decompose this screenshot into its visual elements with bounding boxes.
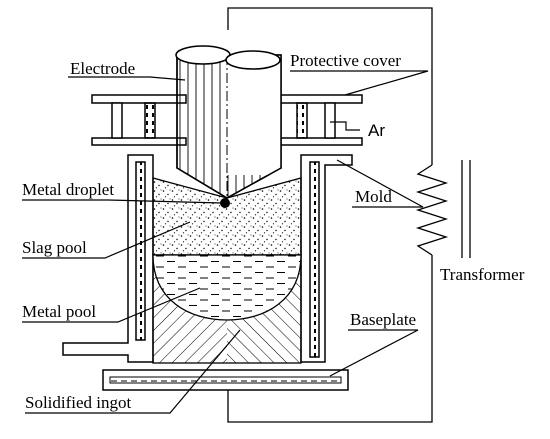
label-mold: Mold <box>355 187 392 206</box>
label-ar: Ar <box>368 121 385 140</box>
slag-pool <box>152 177 302 256</box>
metal-droplet <box>220 198 230 208</box>
label-protective-cover: Protective cover <box>290 51 401 70</box>
label-baseplate: Baseplate <box>350 310 416 329</box>
label-transformer: Transformer <box>440 265 525 284</box>
baseplate <box>102 369 349 391</box>
circuit-wire <box>227 7 433 423</box>
electrode <box>175 45 282 199</box>
metal-pool-dashes <box>153 255 301 320</box>
label-solidified-ingot: Solidified ingot <box>25 393 132 412</box>
label-metal-pool: Metal pool <box>22 302 96 321</box>
label-slag-pool: Slag pool <box>22 238 87 257</box>
protective-cover <box>91 94 363 146</box>
transformer-coil <box>415 160 471 258</box>
leader-lines <box>22 70 429 414</box>
label-metal-droplet: Metal droplet <box>22 180 114 199</box>
label-electrode: Electrode <box>70 59 135 78</box>
